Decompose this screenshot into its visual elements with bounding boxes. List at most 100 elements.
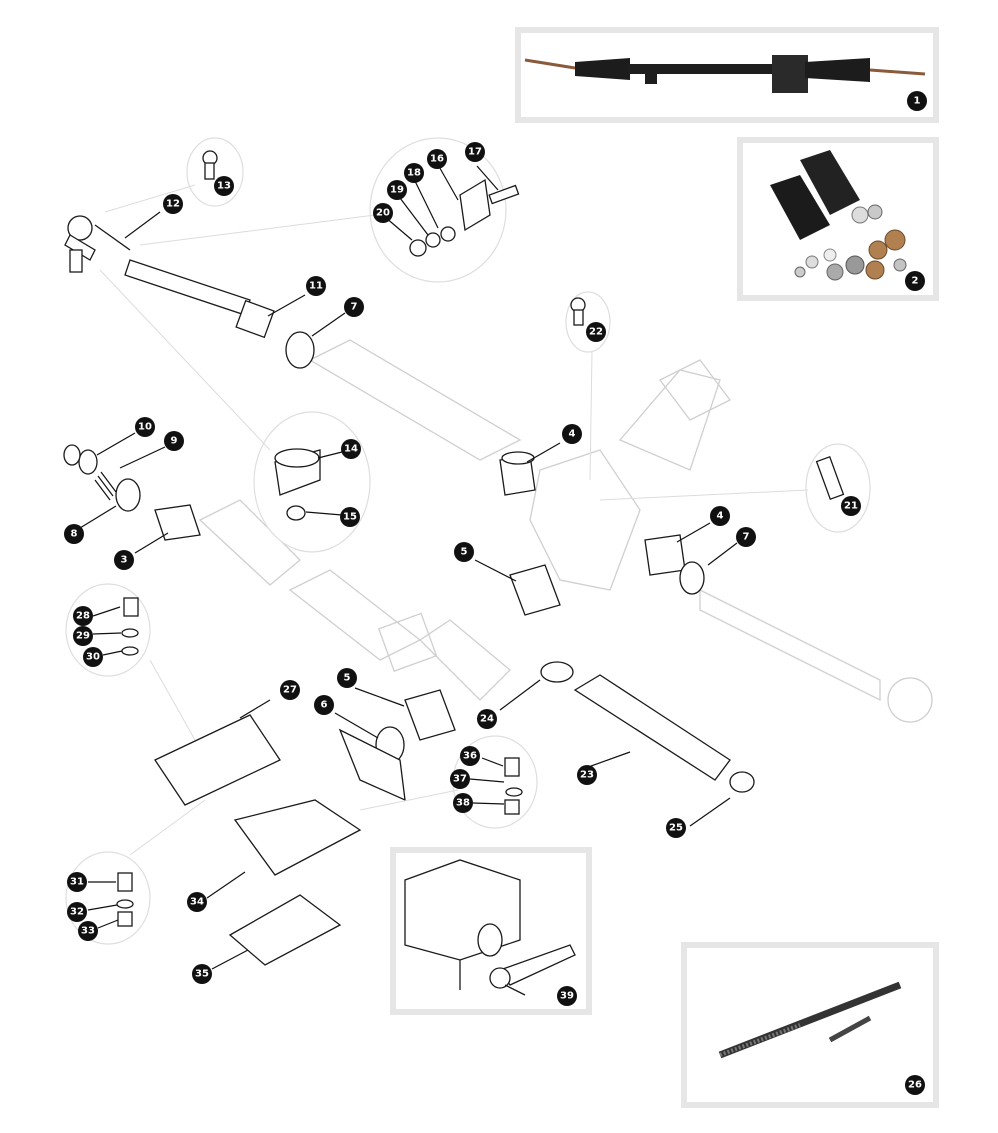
svg-text:15: 15 — [343, 512, 357, 523]
svg-text:37: 37 — [453, 774, 467, 785]
svg-text:18: 18 — [407, 168, 421, 179]
callout-39: 39 — [557, 986, 577, 1006]
svg-text:9: 9 — [171, 436, 178, 447]
callout-33: 33 — [78, 921, 98, 941]
svg-text:31: 31 — [70, 877, 84, 888]
bubble-grease-nipple-22 — [565, 291, 611, 353]
bubble-pinion-21 — [805, 443, 871, 533]
svg-text:4: 4 — [717, 511, 724, 522]
callout-16: 16 — [427, 149, 447, 169]
svg-text:29: 29 — [76, 631, 90, 642]
mounting-brackets — [154, 714, 406, 966]
callout-30: 30 — [83, 647, 103, 667]
leader-arrows — [79, 162, 738, 970]
svg-text:8: 8 — [71, 529, 78, 540]
callout-9: 9 — [164, 431, 184, 451]
bubble-bolts-31-33 — [65, 851, 151, 945]
svg-text:7: 7 — [351, 302, 358, 313]
svg-text:36: 36 — [463, 751, 477, 762]
callout-19: 19 — [387, 180, 407, 200]
svg-text:38: 38 — [456, 798, 470, 809]
callout-2: 2 — [905, 271, 925, 291]
callout-29: 29 — [73, 626, 93, 646]
svg-text:2: 2 — [912, 276, 919, 287]
svg-text:22: 22 — [589, 327, 603, 338]
inset-repair-kit — [737, 137, 939, 301]
inset-complete-rack — [515, 27, 939, 123]
svg-text:14: 14 — [344, 444, 358, 455]
bubble-grease-nipple-13 — [186, 137, 244, 207]
callout-24: 24 — [477, 709, 497, 729]
callout-22: 22 — [586, 322, 606, 342]
svg-text:7: 7 — [743, 532, 750, 543]
bushes-and-seals — [63, 444, 705, 764]
callout-18: 18 — [404, 163, 424, 183]
svg-text:20: 20 — [376, 208, 390, 219]
callout-7-upper: 7 — [344, 297, 364, 317]
svg-text:13: 13 — [217, 181, 231, 192]
svg-text:27: 27 — [283, 685, 297, 696]
callout-14: 14 — [341, 439, 361, 459]
svg-text:39: 39 — [560, 991, 574, 1002]
bubble-seal-14-15 — [253, 411, 371, 553]
svg-text:28: 28 — [76, 611, 90, 622]
bubble-clamp-16-20 — [369, 137, 520, 283]
callout-26: 26 — [905, 1075, 925, 1095]
callout-4-upper: 4 — [562, 424, 582, 444]
svg-text:33: 33 — [81, 926, 95, 937]
callout-37: 37 — [450, 769, 470, 789]
callout-6: 6 — [314, 695, 334, 715]
svg-text:5: 5 — [461, 547, 468, 558]
svg-text:5: 5 — [344, 673, 351, 684]
callout-21: 21 — [841, 496, 861, 516]
callout-4-right: 4 — [710, 506, 730, 526]
svg-text:6: 6 — [321, 700, 328, 711]
svg-text:4: 4 — [569, 429, 576, 440]
callout-8: 8 — [64, 524, 84, 544]
svg-text:19: 19 — [390, 185, 404, 196]
svg-text:10: 10 — [138, 422, 152, 433]
callout-3: 3 — [114, 550, 134, 570]
callout-15: 15 — [340, 507, 360, 527]
callout-34: 34 — [187, 892, 207, 912]
svg-text:12: 12 — [166, 199, 180, 210]
callout-17: 17 — [465, 142, 485, 162]
callout-38: 38 — [453, 793, 473, 813]
callout-36: 36 — [460, 746, 480, 766]
bubble-connector-lines — [99, 184, 809, 856]
svg-text:30: 30 — [86, 652, 100, 663]
svg-text:3: 3 — [121, 555, 128, 566]
svg-text:17: 17 — [468, 147, 482, 158]
svg-text:35: 35 — [195, 969, 209, 980]
inset-mounting-detail — [390, 847, 592, 1015]
callout-27: 27 — [280, 680, 300, 700]
callout-31: 31 — [67, 872, 87, 892]
svg-text:23: 23 — [580, 770, 594, 781]
callout-23: 23 — [577, 765, 597, 785]
rack-housing-ghost — [198, 339, 933, 723]
svg-text:21: 21 — [844, 501, 858, 512]
tie-rod-assembly — [64, 215, 315, 369]
callout-20: 20 — [373, 203, 393, 223]
svg-text:11: 11 — [309, 281, 323, 292]
callout-5-lower: 5 — [337, 668, 357, 688]
svg-text:1: 1 — [914, 96, 921, 107]
callout-12: 12 — [163, 194, 183, 214]
callout-35: 35 — [192, 964, 212, 984]
callout-28: 28 — [73, 606, 93, 626]
callout-11: 11 — [306, 276, 326, 296]
svg-text:26: 26 — [908, 1080, 922, 1091]
svg-text:34: 34 — [190, 897, 204, 908]
svg-text:32: 32 — [70, 907, 84, 918]
callout-5-middle: 5 — [454, 542, 474, 562]
callout-10: 10 — [135, 417, 155, 437]
callout-13: 13 — [214, 176, 234, 196]
callout-25: 25 — [666, 818, 686, 838]
callout-32: 32 — [67, 902, 87, 922]
inset-rack-and-pinion — [681, 942, 939, 1108]
svg-text:24: 24 — [480, 714, 494, 725]
callout-1: 1 — [907, 91, 927, 111]
gaiter-and-clips — [540, 661, 755, 793]
callout-7-right: 7 — [736, 527, 756, 547]
